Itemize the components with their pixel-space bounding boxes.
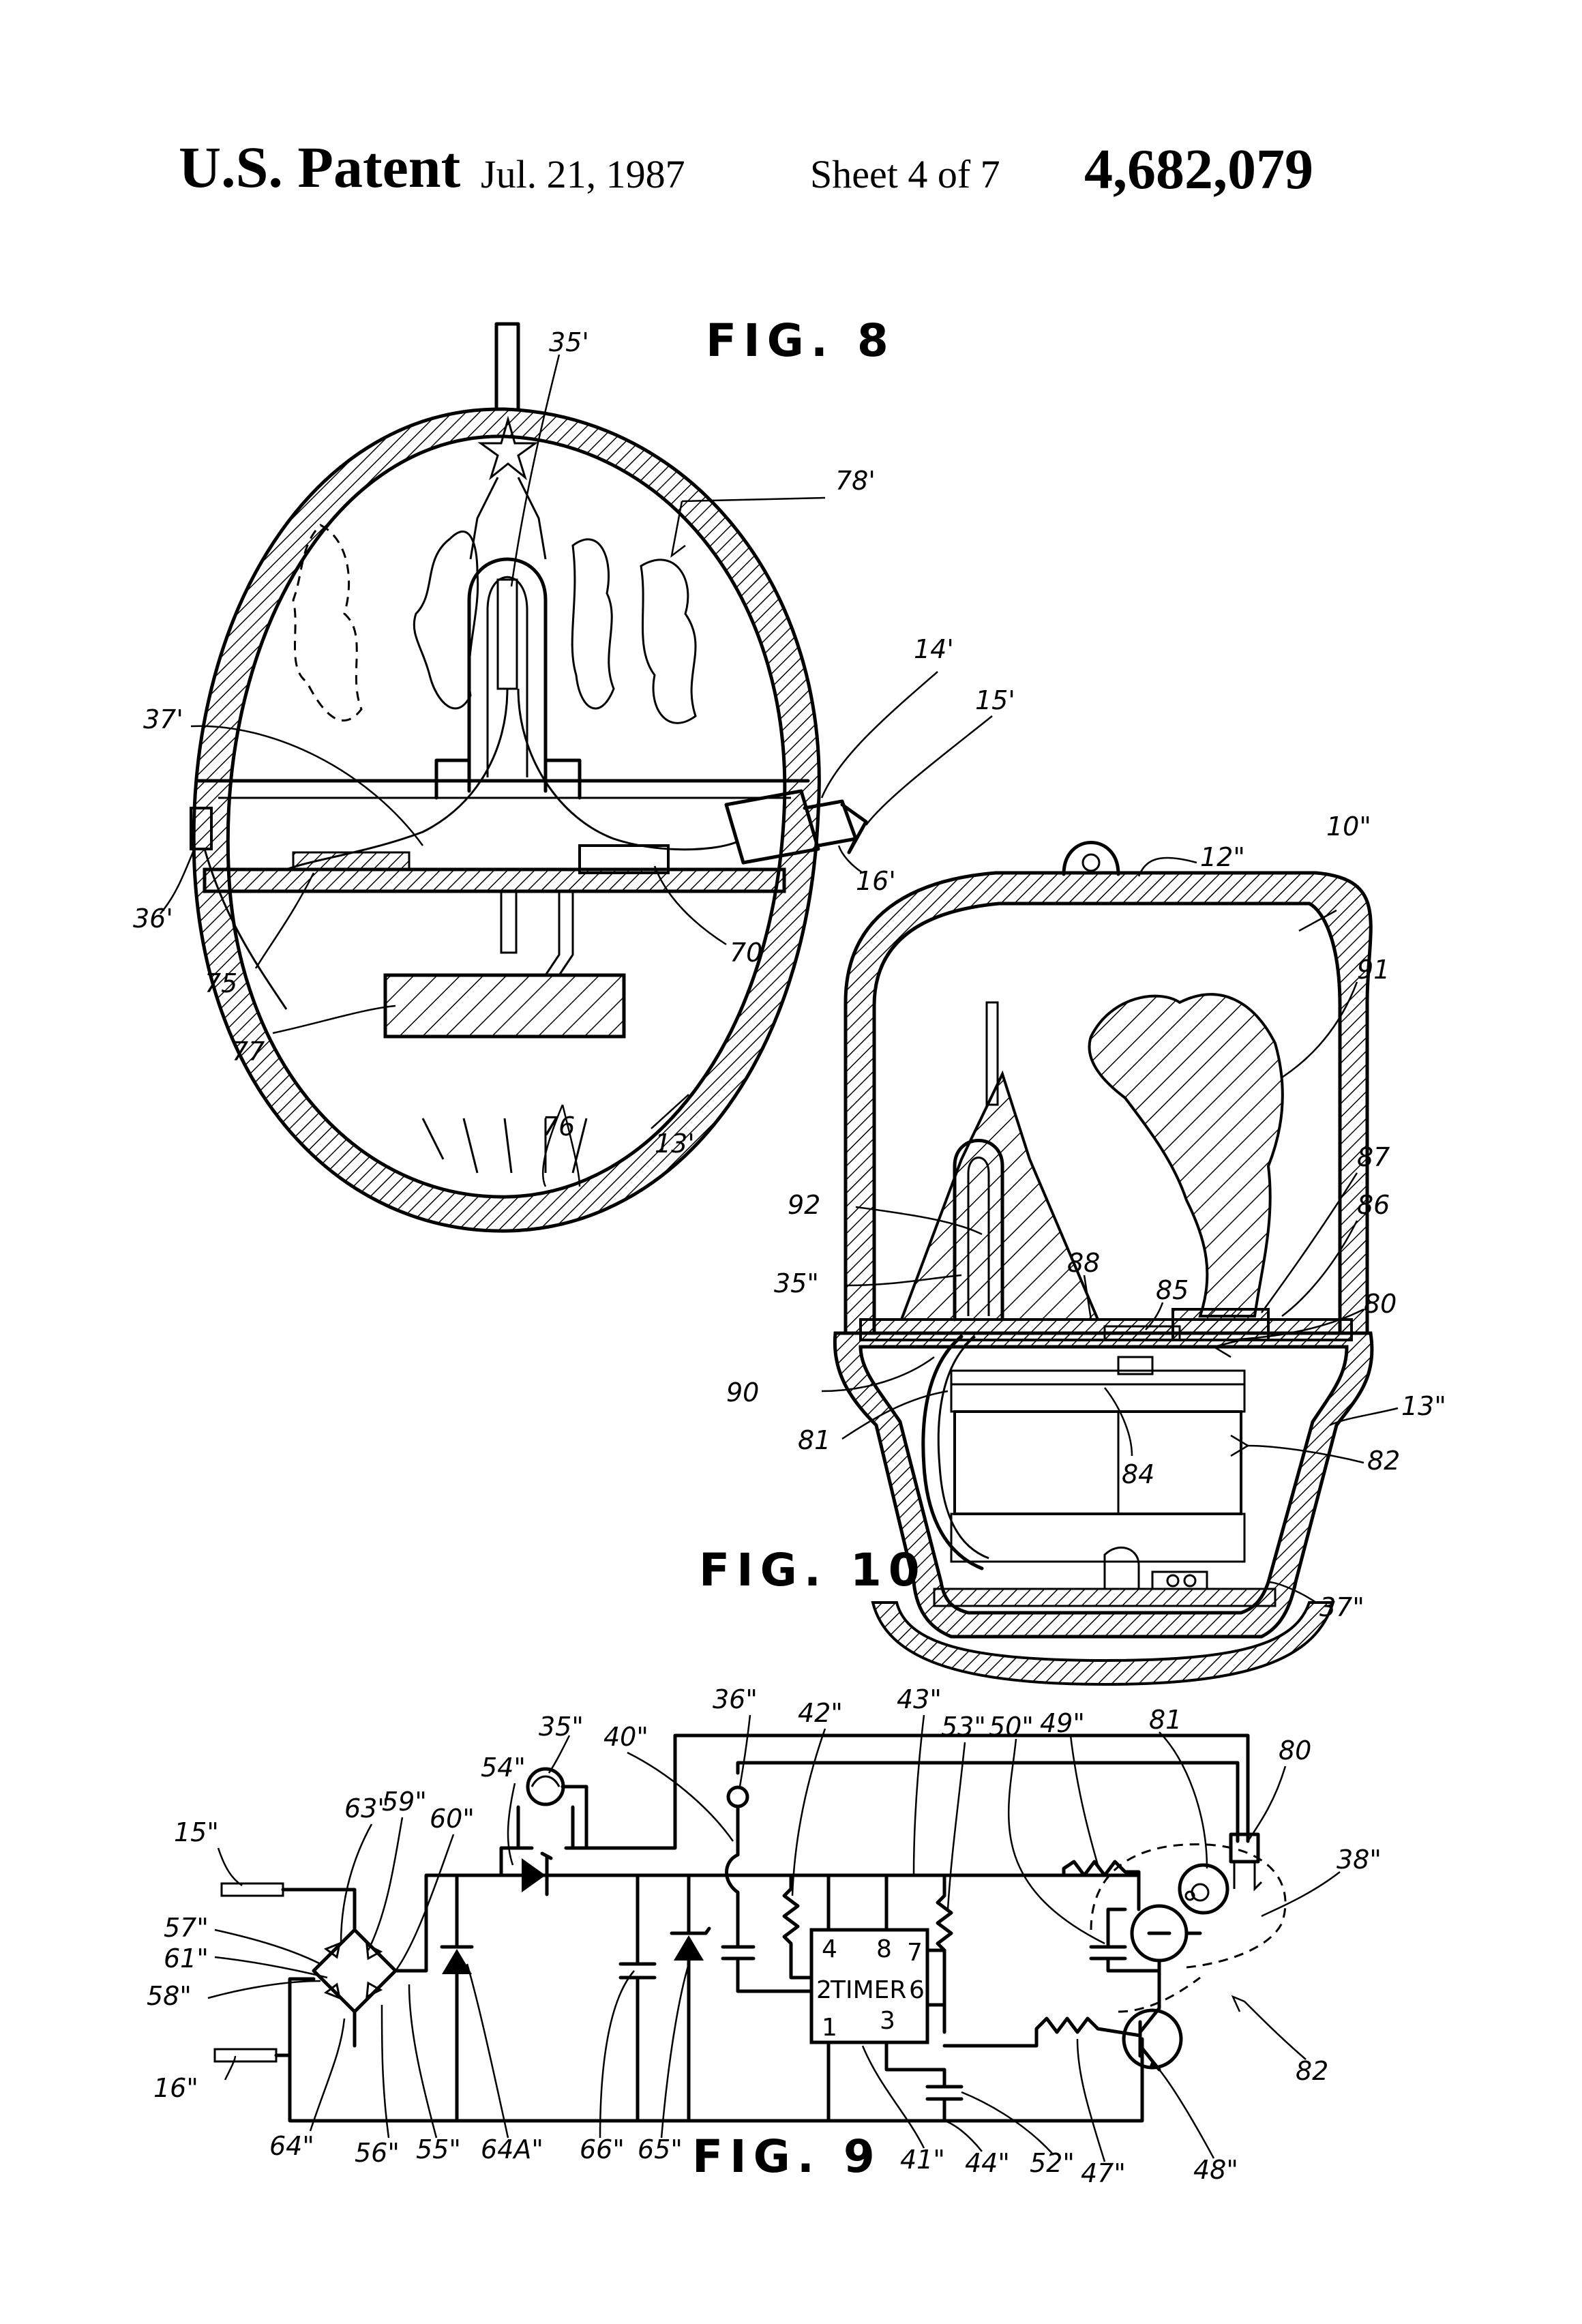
fig10-ref-37: 37" (1319, 1592, 1364, 1622)
fig9-ref-82: 82 (1296, 2056, 1328, 2086)
patent-number: 4,682,079 (1084, 138, 1313, 201)
fig9-ref-47: 47" (1081, 2158, 1126, 2188)
fig8-ref-76: 76 (542, 1112, 575, 1142)
fig10-ref-92: 92 (788, 1190, 820, 1220)
fig10-ref-91: 91 (1357, 955, 1390, 985)
fig9-ref-80: 80 (1279, 1735, 1311, 1766)
fig9-ref-42: 42" (798, 1698, 843, 1728)
timer-pin-8: 8 (876, 1935, 892, 1963)
fig8-ref-14: 14' (914, 634, 954, 664)
fig8-ref-35: 35' (549, 327, 589, 357)
fig8-ref-16: 16' (856, 866, 896, 896)
fig9-ref-64a: 64A" (481, 2134, 543, 2164)
fig9-ref-36: 36" (713, 1684, 758, 1714)
fig9-ref-49: 49" (1040, 1708, 1085, 1738)
fig8-ref-70: 70 (730, 938, 762, 968)
fig10-ref-80: 80 (1364, 1289, 1397, 1319)
sheet-number: Sheet 4 of 7 (810, 152, 1000, 196)
timer-label: TIMER (830, 1976, 906, 2004)
patent-date: Jul. 21, 1987 (481, 152, 685, 196)
timer-pin-3: 3 (880, 2007, 895, 2035)
fig9-title: FIG. 9 (692, 2130, 882, 2183)
fig9-ref-16: 16" (153, 2073, 198, 2103)
patent-label: U.S. Patent (179, 134, 461, 200)
fig8-ref-78: 78' (835, 466, 876, 496)
fig10-ref-87: 87 (1357, 1142, 1390, 1172)
fig9-ref-50: 50" (989, 1712, 1034, 1742)
fig9-ref-44: 44" (965, 2148, 1010, 2178)
timer-pin-7: 7 (907, 1939, 923, 1967)
fig9-ref-81: 81 (1149, 1705, 1182, 1735)
timer-pin-1: 1 (822, 2014, 837, 2042)
fig9-ref-53: 53" (941, 1712, 986, 1742)
fig9-ref-55: 55" (416, 2134, 461, 2164)
fig10-ref-81: 81 (798, 1425, 831, 1455)
fig9-ref-64: 64" (269, 2131, 314, 2161)
fig9-circuit (207, 1714, 1341, 2162)
fig9-ref-54: 54" (481, 1753, 526, 1783)
fig9-ref-38: 38" (1337, 1845, 1382, 1875)
fig10-ref-86: 86 (1357, 1190, 1390, 1220)
fig9-ref-41: 41" (900, 2145, 945, 2175)
fig9-ref-57: 57" (164, 1913, 209, 1943)
fig9-ref-40: 40" (603, 1722, 648, 1752)
fig8-ref-75: 75 (205, 968, 237, 998)
fig8-title: FIG. 8 (706, 314, 895, 367)
fig10-title: FIG. 10 (699, 1544, 927, 1596)
timer-pin-4: 4 (822, 1935, 837, 1963)
fig8-ref-15: 15' (975, 685, 1015, 715)
fig10-ref-82: 82 (1367, 1446, 1400, 1476)
fig10-ref-10: 10" (1326, 811, 1371, 841)
fig10-ref-85: 85 (1156, 1275, 1189, 1305)
fig9-ref-48: 48" (1193, 2155, 1238, 2185)
fig9-ref-52: 52" (1030, 2148, 1075, 2178)
fig9-ref-35: 35" (539, 1712, 584, 1742)
fig9-ref-63: 63" (344, 1793, 389, 1823)
fig10-ref-88: 88 (1067, 1248, 1100, 1278)
fig10-ref-13: 13" (1401, 1391, 1446, 1421)
fig10-ref-35: 35" (774, 1268, 819, 1298)
fig8-ref-77: 77 (232, 1037, 265, 1067)
fig9-ref-15: 15" (174, 1817, 219, 1847)
fig9-ref-65: 65" (638, 2134, 683, 2164)
fig9-ref-60: 60" (430, 1804, 475, 1834)
timer-pin-2: 2 (816, 1976, 832, 2004)
fig10-ref-84: 84 (1122, 1459, 1154, 1489)
fig9-ref-61: 61" (164, 1943, 209, 1973)
fig9-ref-66: 66" (580, 2134, 625, 2164)
timer-pin-6: 6 (909, 1976, 925, 2004)
fig9-ref-59: 59" (382, 1787, 427, 1817)
fig10-drawing (821, 841, 1399, 1686)
fig8-ref-36: 36' (133, 904, 173, 934)
fig8-ref-13: 13' (655, 1129, 695, 1159)
fig9-ref-58: 58" (147, 1981, 192, 2011)
fig8-ref-37: 37' (143, 704, 183, 734)
fig9-ref-56: 56" (355, 2138, 400, 2168)
fig10-ref-90: 90 (726, 1377, 759, 1407)
fig9-ref-43: 43" (897, 1684, 942, 1714)
fig8-drawing (160, 322, 993, 1233)
fig10-ref-12: 12" (1200, 842, 1245, 872)
